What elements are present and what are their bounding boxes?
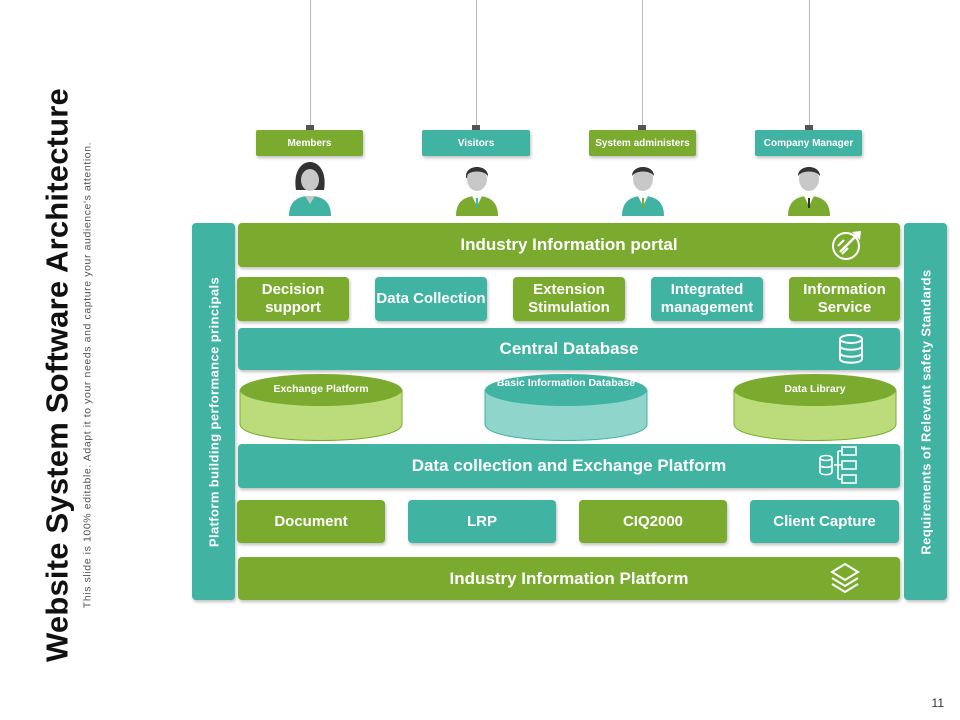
person-icon <box>456 167 498 216</box>
person-icon <box>788 167 830 216</box>
central-database-label: Central Database <box>499 339 639 358</box>
right-side-label: Requirements of Relevant safety Standard… <box>918 268 933 555</box>
rocket-icon <box>832 231 861 260</box>
role-members: Members <box>256 130 363 156</box>
exchange-platform-label: Exchange Platform <box>273 383 369 395</box>
slide-subtitle: This slide is 100% editable. Adapt it to… <box>81 141 94 609</box>
module-document: Document <box>237 500 385 543</box>
title-area: Website System Software Architecture Thi… <box>22 80 112 670</box>
data-library-cylinder <box>733 374 897 441</box>
role-system-administers: System administers <box>589 130 696 156</box>
wire <box>476 0 477 126</box>
service-data-collection: Data Collection <box>375 277 487 321</box>
platform-label: Industry Information Platform <box>449 568 689 588</box>
wire <box>642 0 643 126</box>
exchange-platform-bar-label: Data collection and Exchange Platform <box>411 456 727 475</box>
data-flow-icon <box>819 446 857 484</box>
person-icon <box>622 167 664 216</box>
platform-bar: Industry Information Platform <box>238 557 900 600</box>
module-lrp: LRP <box>408 500 556 543</box>
service-integrated-management: Integrated management <box>651 277 763 321</box>
exchange-platform-cylinder <box>239 374 403 441</box>
module-ciq2000: CIQ2000 <box>579 500 727 543</box>
central-database-bar: Central Database <box>238 328 900 370</box>
page-number: 11 <box>931 696 944 710</box>
role-company-manager: Company Manager <box>755 130 862 156</box>
data-library-label: Data Library <box>784 383 846 395</box>
portal-label: Industry Information portal <box>460 235 678 254</box>
right-side-bar: Requirements of Relevant safety Standard… <box>904 223 947 600</box>
portal-bar: Industry Information portal <box>238 223 900 267</box>
layers-icon <box>830 562 860 594</box>
person-icon <box>289 162 331 216</box>
basic-information-database-cylinder <box>484 374 648 441</box>
module-client-capture: Client Capture <box>750 500 899 543</box>
wire <box>310 0 311 126</box>
left-side-label: Platform building performance principals <box>206 276 221 547</box>
wire-clip <box>472 125 480 130</box>
database-icon <box>839 334 863 364</box>
role-visitors: Visitors <box>422 130 530 156</box>
wire-clip <box>805 125 813 130</box>
basic-information-database-label: Basic Information Database <box>496 377 636 389</box>
left-side-bar: Platform building performance principals <box>192 223 235 600</box>
slide-title: Website System Software Architecture <box>39 88 75 662</box>
wire-clip <box>638 125 646 130</box>
wire <box>809 0 810 126</box>
service-extension-stimulation: Extension Stimulation <box>513 277 625 321</box>
service-information-service: Information Service <box>789 277 900 321</box>
wire-clip <box>306 125 314 130</box>
exchange-platform-bar: Data collection and Exchange Platform <box>238 444 900 488</box>
service-decision-support: Decision support <box>237 277 349 321</box>
